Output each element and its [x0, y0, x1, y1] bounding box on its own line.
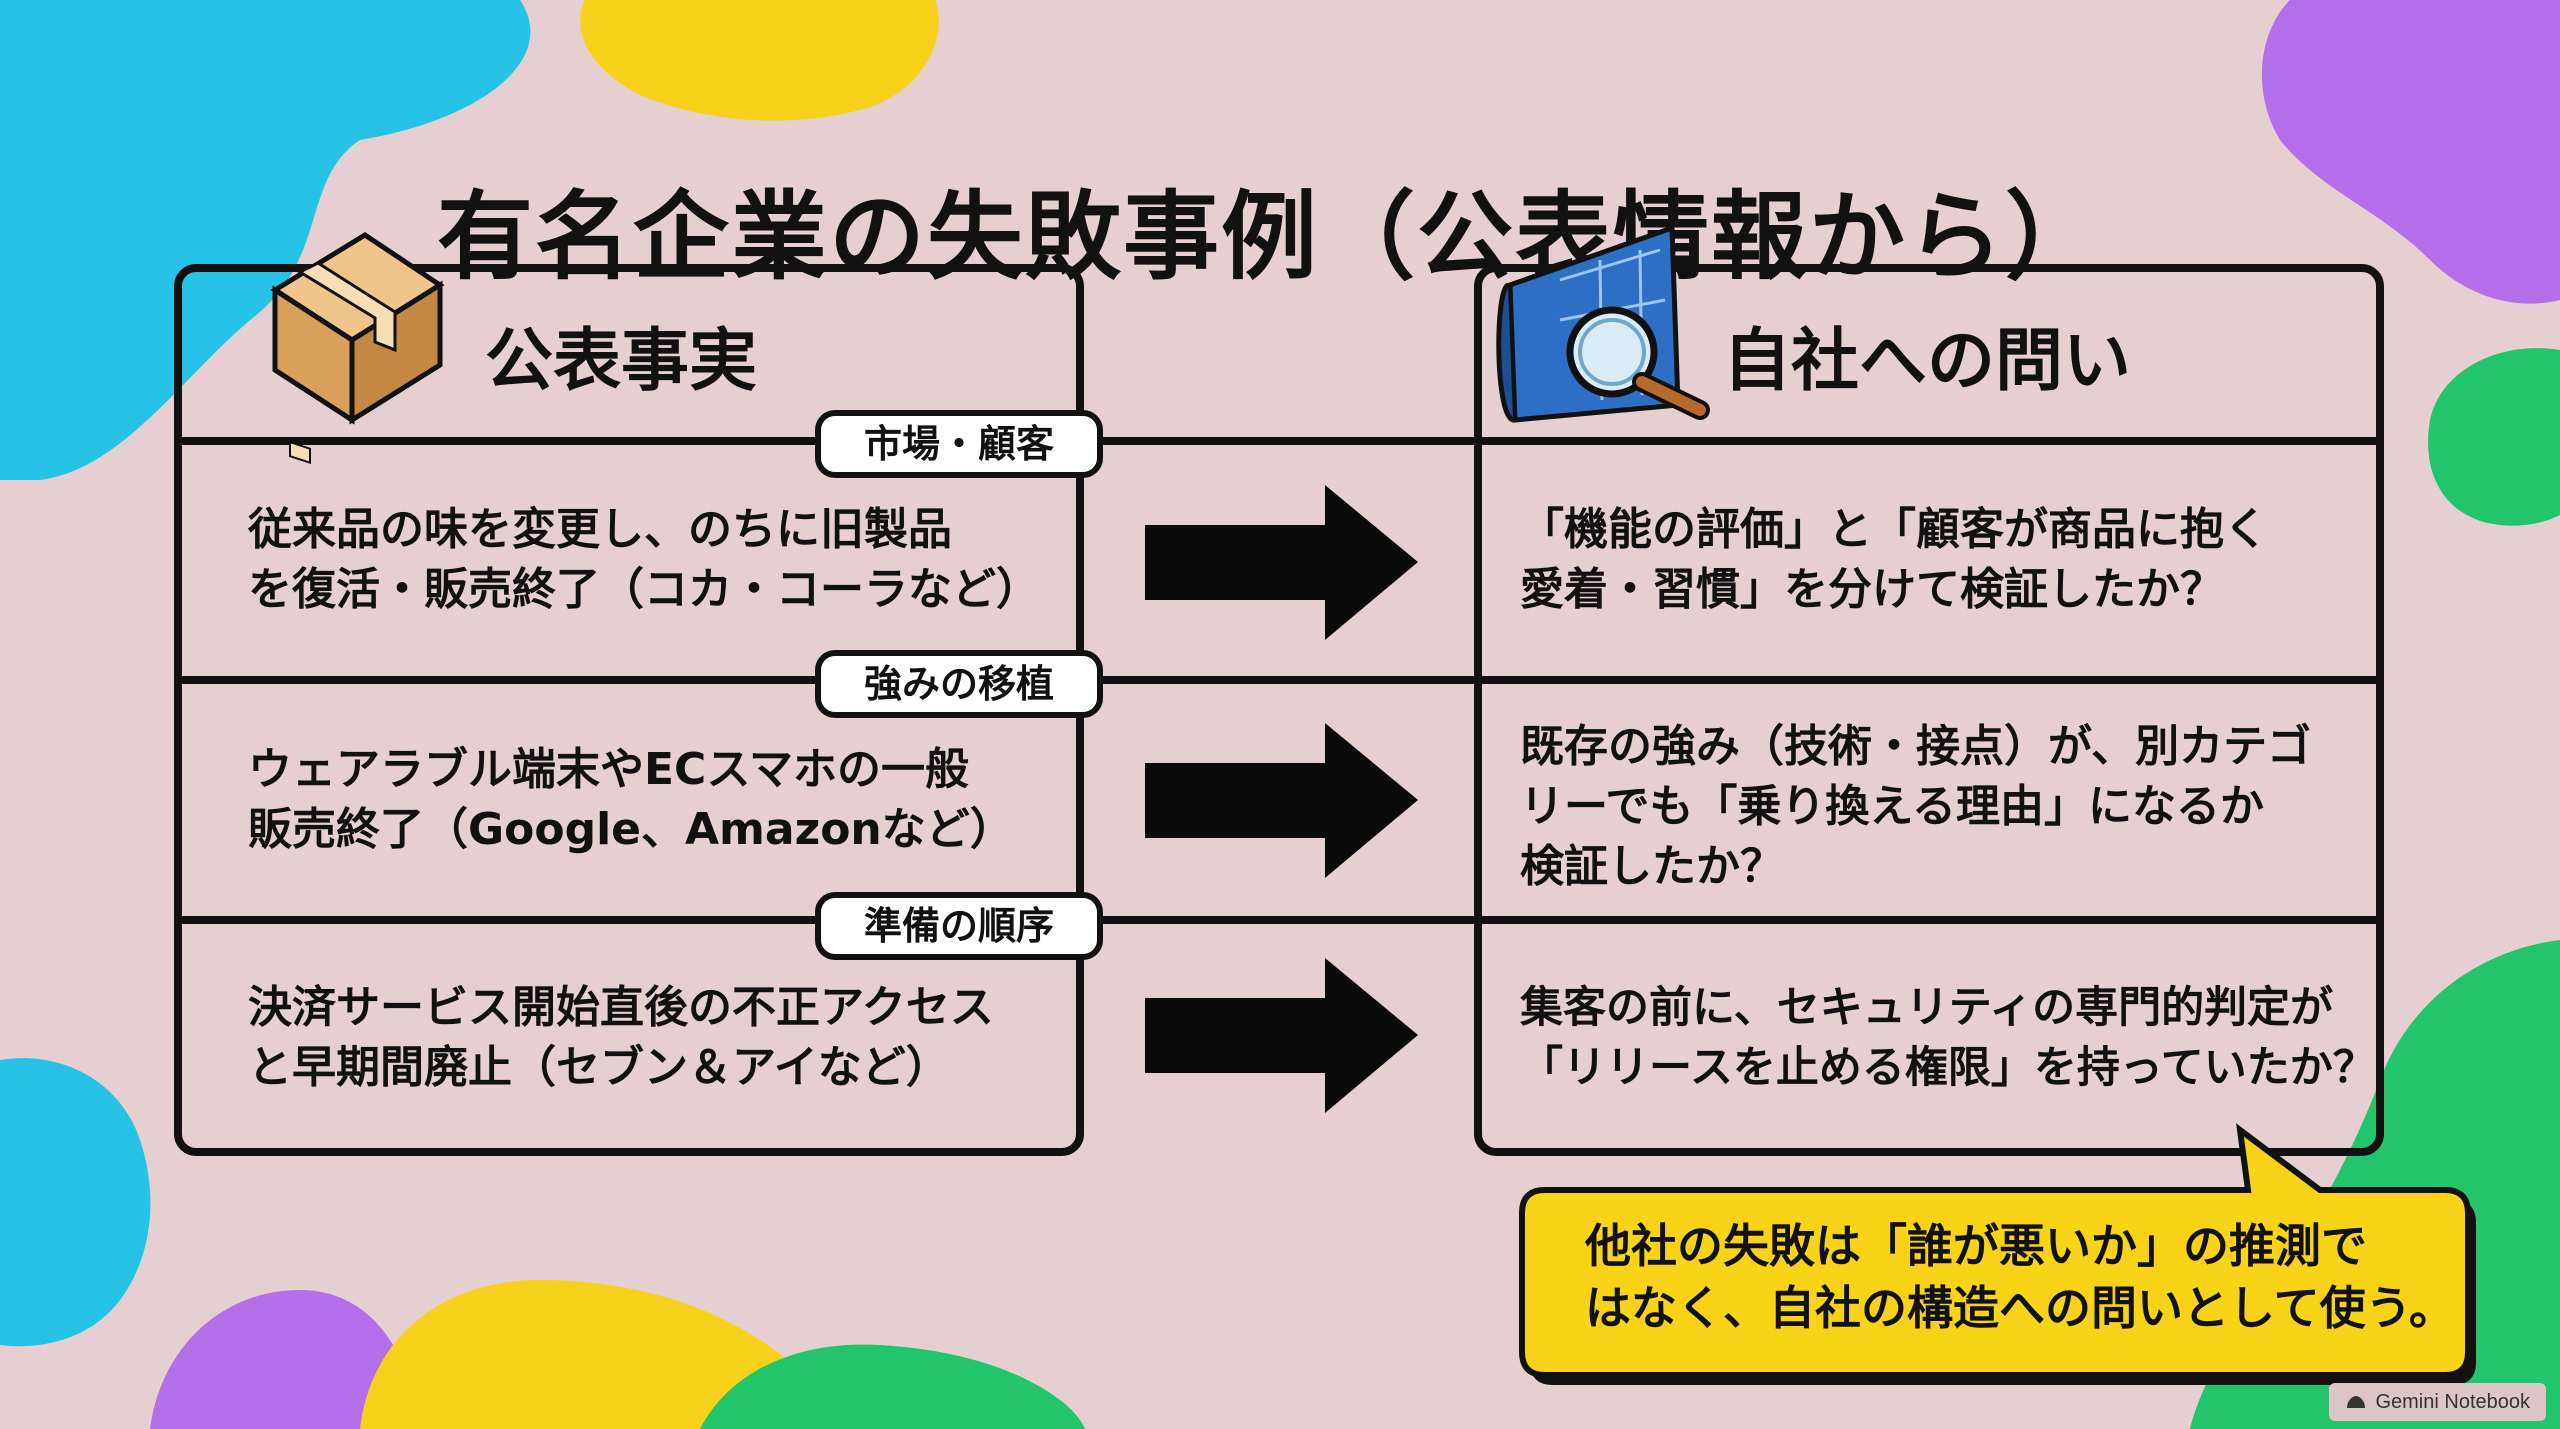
fact-line: ウェアラブル端末やECスマホの一般 — [248, 744, 970, 795]
question-cell-1: 「機能の評価」と「顧客が商品に抱く 愛着・習慣」を分けて検証したか？ — [1520, 500, 2268, 620]
right-arrow-icon — [1145, 485, 1418, 640]
callout-line: はなく、自社の構造への問いとして使う。 — [1585, 1281, 2455, 1335]
blob-green-bottom — [700, 1344, 1085, 1429]
question-cell-3: 集客の前に、セキュリティの専門的判定が 「リリースを止める権限」を持っていたか？ — [1520, 978, 2376, 1098]
blob-yellow-bottom — [360, 1280, 814, 1429]
question-line: 「機能の評価」と「顧客が商品に抱く — [1520, 504, 2268, 555]
right-arrow-icon — [1145, 958, 1418, 1113]
row-badge-strength: 強みの移植 — [815, 650, 1103, 718]
fact-line: 販売終了（Google、Amazonなど） — [248, 804, 1014, 855]
row-badge-market: 市場・顧客 — [815, 410, 1103, 478]
fact-line: 従来品の味を変更し、のちに旧製品 — [248, 504, 952, 555]
footer-label: Gemini Notebook — [2375, 1390, 2530, 1413]
callout-line: 他社の失敗は「誰が悪いか」の推測で — [1585, 1219, 2367, 1273]
callout-bubble-fill — [1519, 1123, 2471, 1378]
fact-cell-3: 決済サービス開始直後の不正アクセス と早期間廃止（セブン＆アイなど） — [248, 978, 994, 1098]
question-line: リーでも「乗り換える理由」になるか — [1520, 781, 2265, 832]
right-arrow-icon — [1145, 723, 1418, 878]
fact-cell-2: ウェアラブル端末やECスマホの一般 販売終了（Google、Amazonなど） — [248, 740, 1014, 860]
row-badge-order: 準備の順序 — [815, 892, 1103, 960]
callout-text: 他社の失敗は「誰が悪いか」の推測で はなく、自社の構造への問いとして使う。 — [1585, 1215, 2465, 1339]
blob-purple-bottom — [150, 1290, 420, 1429]
page-title: 有名企業の失敗事例（公表情報から） — [437, 181, 2103, 294]
question-line: 検証したか？ — [1520, 841, 1784, 892]
question-cell-2: 既存の強み（技術・接点）が、別カテゴ リーでも「乗り換える理由」になるか 検証し… — [1520, 717, 2311, 897]
question-line: 愛着・習慣」を分けて検証したか？ — [1520, 564, 2224, 615]
question-line: 既存の強み（技術・接点）が、別カテゴ — [1520, 721, 2312, 772]
blob-purple-top-right — [2261, 0, 2560, 304]
blueprint-magnifier-icon — [1496, 224, 1710, 423]
fact-line: と早期間廃止（セブン＆アイなど） — [248, 1042, 950, 1093]
cardboard-box-icon — [270, 232, 445, 465]
question-line: 「リリースを止める権限」を持っていたか？ — [1520, 1043, 2376, 1093]
notebook-logo-icon — [2347, 1396, 2366, 1408]
blob-green-right — [2428, 348, 2560, 526]
header-public-facts: 公表事実 — [485, 322, 758, 401]
right-panel-frame — [1474, 264, 2384, 1156]
header-company-questions: 自社への問い — [1723, 322, 2132, 401]
gemini-notebook-watermark: Gemini Notebook — [2329, 1383, 2546, 1421]
fact-cell-1: 従来品の味を変更し、のちに旧製品 を復活・販売終了（コカ・コーラなど） — [248, 500, 1040, 620]
fact-line: を復活・販売終了（コカ・コーラなど） — [248, 564, 1040, 615]
blob-yellow-top — [580, 0, 939, 121]
fact-line: 決済サービス開始直後の不正アクセス — [248, 982, 994, 1033]
blob-cyan-bottom-left — [0, 1058, 151, 1347]
question-line: 集客の前に、セキュリティの専門的判定が — [1520, 983, 2334, 1033]
blob-cyan-top-left — [0, 0, 531, 480]
